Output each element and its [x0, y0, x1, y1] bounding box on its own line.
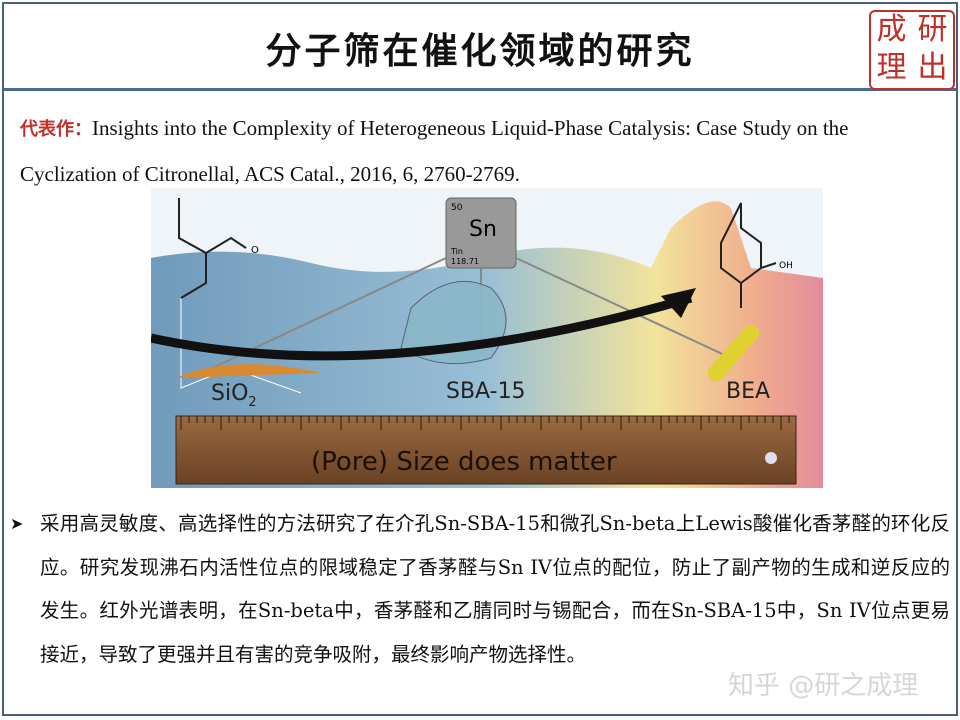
seal-char: 成 — [876, 12, 907, 47]
ruler-dot — [765, 452, 777, 464]
citation-text: Insights into the Complexity of Heteroge… — [20, 116, 849, 186]
citronellal-structure — [178, 198, 247, 299]
sio2-text: SiO — [211, 381, 248, 406]
title-bar: 分子筛在催化领域的研究 成 研 理 出 — [4, 4, 956, 91]
citation-label: 代表作： — [20, 119, 92, 140]
seal-char: 理 — [876, 50, 907, 85]
sio2-label: SiO2 — [211, 381, 257, 410]
bea-label: BEA — [726, 379, 770, 404]
o-label: O — [251, 245, 259, 256]
sba15-label: SBA-15 — [446, 379, 526, 404]
sio2-subscript: 2 — [248, 395, 256, 410]
seal-char: 出 — [917, 50, 948, 85]
element-name: Tin — [450, 247, 463, 256]
oh-label: OH — [779, 261, 793, 271]
seal-logo: 成 研 理 出 — [869, 10, 955, 90]
bullet-arrow-icon: ➤ — [10, 514, 24, 533]
ruler-label: (Pore) Size does matter — [311, 447, 617, 477]
toc-figure: O 50 Sn Tin 118.71 OH SiO2 SBA-15 BEA (P… — [151, 188, 823, 488]
isopulegol-structure — [720, 202, 777, 308]
citation: 代表作：Insights into the Complexity of Hete… — [20, 106, 940, 196]
bea-channel — [708, 325, 759, 381]
ruler — [175, 415, 797, 485]
sio2-shape — [176, 364, 321, 378]
element-symbol: Sn — [469, 217, 497, 242]
seal-char: 研 — [917, 12, 948, 47]
summary-text: 采用高灵敏度、高选择性的方法研究了在介孔Sn-SBA-15和微孔Sn-beta上… — [40, 512, 950, 666]
element-mass: 118.71 — [451, 257, 479, 266]
element-number: 50 — [451, 203, 463, 213]
reaction-arrow — [151, 293, 693, 361]
watermark: 知乎 @研之成理 — [728, 671, 919, 701]
page-title: 分子筛在催化领域的研究 — [265, 30, 695, 72]
summary-paragraph: ➤ 采用高灵敏度、高选择性的方法研究了在介孔Sn-SBA-15和微孔Sn-bet… — [10, 502, 950, 676]
